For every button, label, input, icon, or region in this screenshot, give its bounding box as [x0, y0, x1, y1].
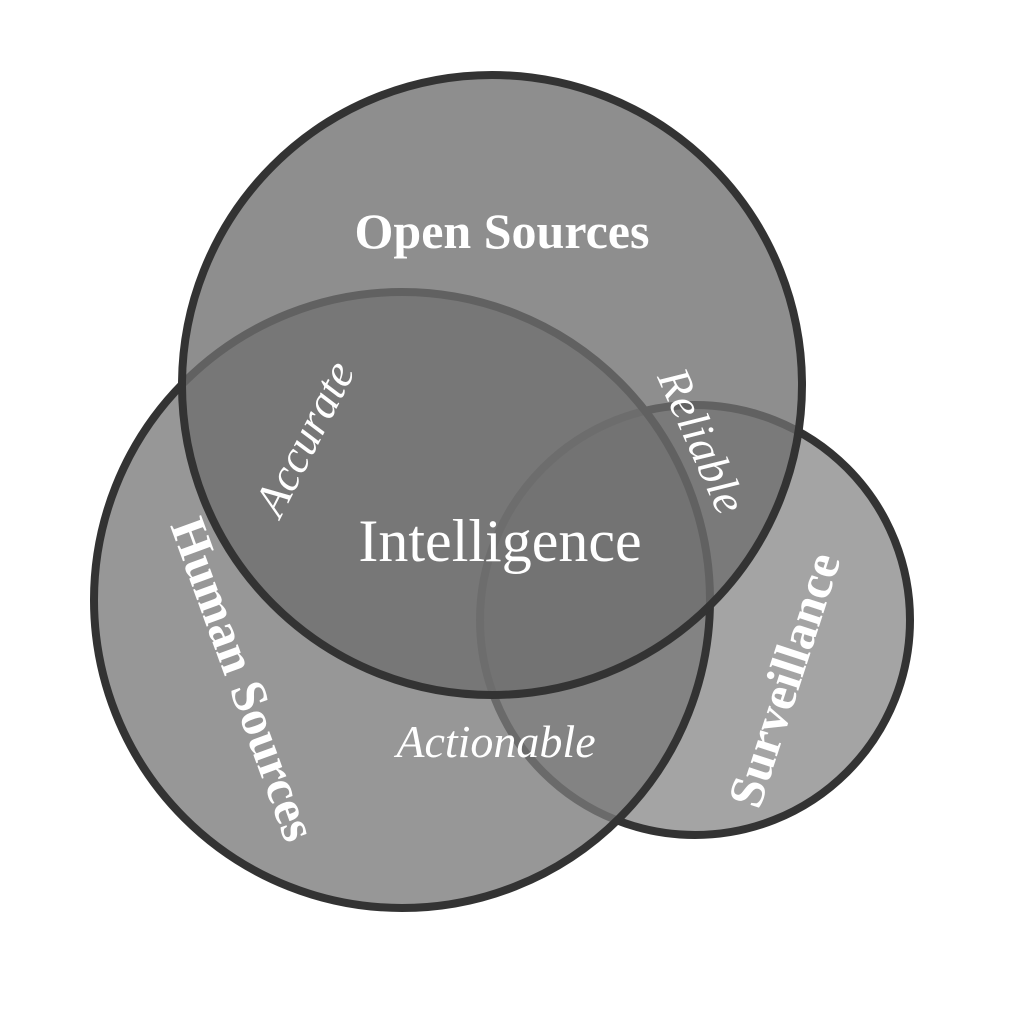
venn-circles: [90, 71, 914, 912]
label-intelligence: Intelligence: [358, 508, 641, 574]
label-open-sources: Open Sources: [355, 203, 650, 259]
label-actionable: Actionable: [393, 716, 595, 767]
circle-open-sources: [178, 71, 806, 699]
